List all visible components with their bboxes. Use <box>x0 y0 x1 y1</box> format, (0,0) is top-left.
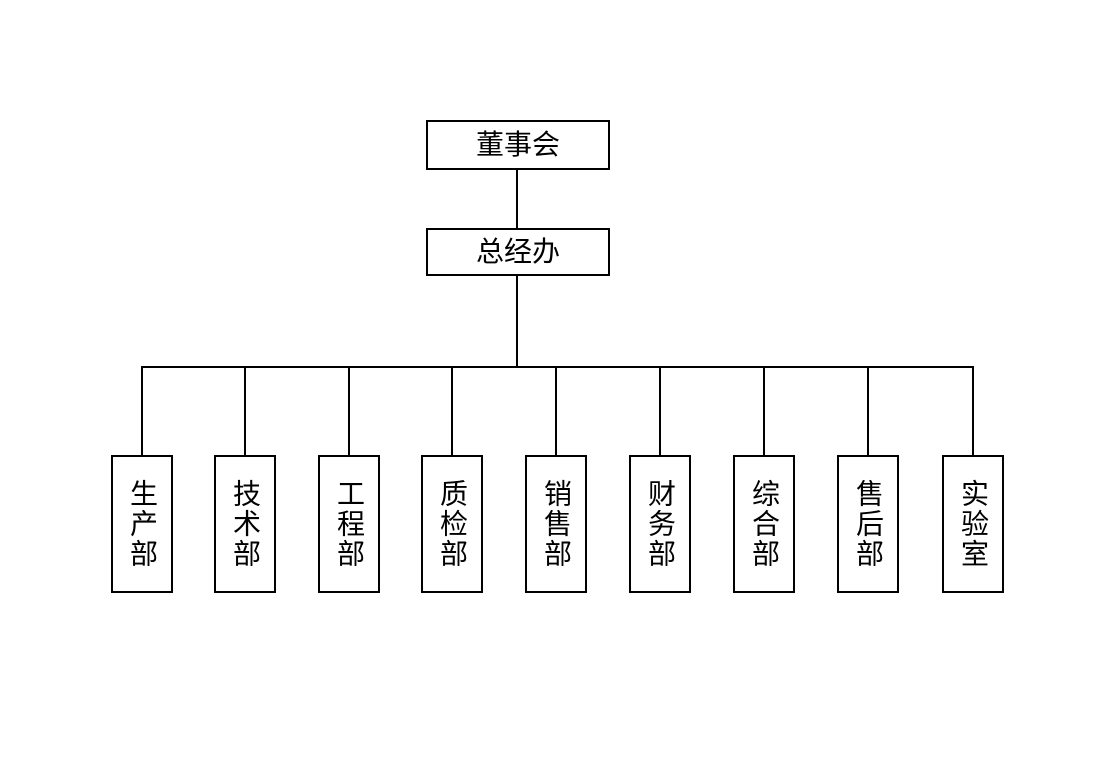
org-box-production[interactable]: 生产部 <box>111 455 173 593</box>
org-box-finance-label: 财务部 <box>644 479 677 569</box>
org-box-engineering[interactable]: 工程部 <box>318 455 380 593</box>
connector-drop-engineering <box>348 367 350 457</box>
org-box-board-label: 董事会 <box>475 128 560 161</box>
connector-drop-after-sales <box>867 367 869 457</box>
connector-drop-laboratory <box>972 367 974 457</box>
org-box-laboratory-label: 实验室 <box>957 479 990 569</box>
org-box-quality[interactable]: 质检部 <box>421 455 483 593</box>
connector-horizontal-rail <box>141 366 974 368</box>
org-box-board[interactable]: 董事会 <box>426 120 610 170</box>
connector-drop-finance <box>659 367 661 457</box>
org-box-after-sales-label: 售后部 <box>852 479 885 569</box>
connector-drop-quality <box>451 367 453 457</box>
org-box-general-affairs[interactable]: 综合部 <box>733 455 795 593</box>
org-box-quality-label: 质检部 <box>436 479 469 569</box>
org-box-engineering-label: 工程部 <box>333 479 366 569</box>
org-box-technology[interactable]: 技术部 <box>214 455 276 593</box>
org-box-production-label: 生产部 <box>126 479 159 569</box>
connector-drop-production <box>141 367 143 457</box>
connector-board-office <box>516 168 518 230</box>
org-box-laboratory[interactable]: 实验室 <box>942 455 1004 593</box>
connector-drop-sales <box>555 367 557 457</box>
org-box-office[interactable]: 总经办 <box>426 228 610 276</box>
org-box-general-affairs-label: 综合部 <box>748 479 781 569</box>
org-box-technology-label: 技术部 <box>229 479 262 569</box>
org-box-sales[interactable]: 销售部 <box>525 455 587 593</box>
org-box-sales-label: 销售部 <box>540 479 573 569</box>
connector-office-rail <box>516 274 518 368</box>
org-box-office-label: 总经办 <box>475 235 560 268</box>
connector-drop-general-affairs <box>763 367 765 457</box>
org-box-finance[interactable]: 财务部 <box>629 455 691 593</box>
org-box-after-sales[interactable]: 售后部 <box>837 455 899 593</box>
connector-drop-technology <box>244 367 246 457</box>
